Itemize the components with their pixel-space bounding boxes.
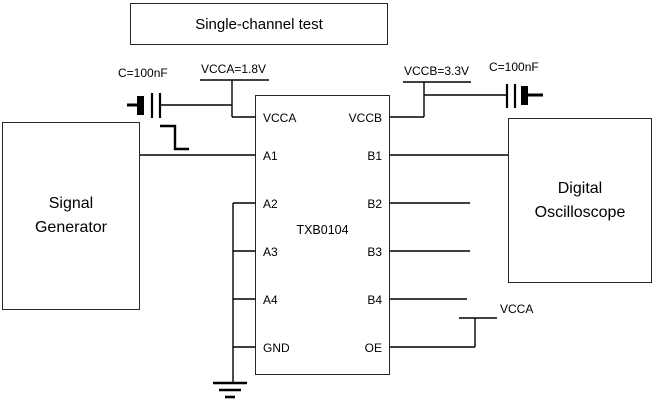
ic-pin-a4: A4	[263, 293, 278, 307]
ic-pin-b1: B1	[367, 149, 382, 163]
vcca-supply-label: VCCA=1.8V	[201, 62, 267, 76]
capacitor-right-icon	[424, 84, 543, 108]
ic-pin-gnd: GND	[263, 341, 290, 355]
ic-pin-oe: OE	[364, 341, 382, 355]
signal-generator-label: Signal Generator	[34, 195, 108, 236]
b-pin-stubs	[390, 202, 470, 300]
ic-pin-b2: B2	[367, 197, 382, 211]
oe-pullup-wire	[390, 317, 497, 348]
ic-pin-a1: A1	[263, 149, 278, 163]
ic-pin-a3: A3	[263, 245, 278, 259]
vccb-supply-wire	[390, 81, 471, 118]
ic-pin-b3: B3	[367, 245, 382, 259]
signal-step-icon	[160, 124, 189, 151]
ic-part-number: TXB0104	[296, 223, 349, 237]
vccb-supply-label: VCCB=3.3V	[404, 64, 470, 78]
oscilloscope-block: Digital Oscilloscope	[508, 118, 652, 283]
a-pins-ground-wires	[232, 202, 256, 383]
ic-pin-vcca: VCCA	[263, 111, 297, 125]
vcca-supply-wire	[200, 79, 269, 118]
ic-block: VCCA A1 A2 A3 A4 GND VCCB B1 B2 B3 B4 OE…	[255, 95, 390, 375]
ic-pin-vccb: VCCB	[348, 111, 382, 125]
ground-symbol-icon	[213, 381, 247, 399]
oscilloscope-label: Digital Oscilloscope	[534, 179, 626, 221]
cap-right-value-label: C=100nF	[489, 60, 539, 74]
diagram-title: Single-channel test	[195, 15, 323, 33]
title-box: Single-channel test	[130, 3, 388, 45]
cap-left-value-label: C=100nF	[118, 66, 168, 80]
oe-pullup-label: VCCA	[500, 302, 534, 316]
signal-generator-block: Signal Generator	[2, 122, 140, 310]
ic-pin-a2: A2	[263, 197, 278, 211]
ic-pin-b4: B4	[367, 293, 382, 307]
capacitor-left-icon	[127, 93, 232, 118]
